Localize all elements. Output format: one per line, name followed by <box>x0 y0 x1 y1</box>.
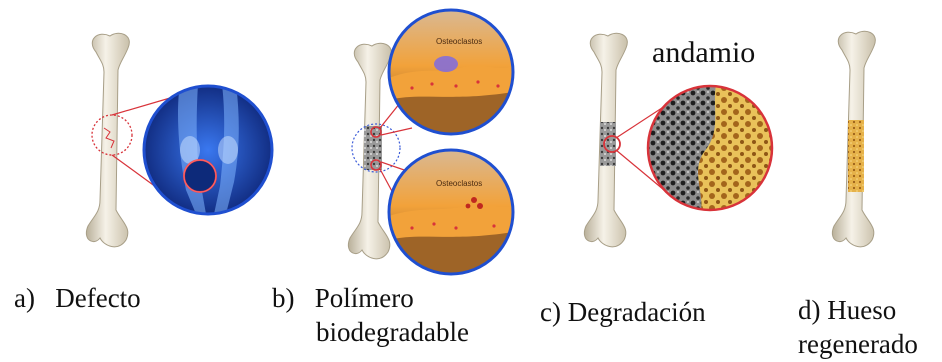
caption-d: d) Hueso <box>798 294 896 326</box>
panel-a <box>86 33 272 246</box>
zoom-line-b2 <box>381 128 412 135</box>
scaffold-zoom-circle <box>648 84 780 214</box>
caption-b: b) Polímero <box>272 282 414 314</box>
osteoclast-label-bottom: Osteoclastos <box>436 179 482 188</box>
caption-c-marker: c) <box>540 297 561 327</box>
regenerated-segment <box>848 120 864 192</box>
caption-a-marker: a) <box>14 283 35 313</box>
panel-b: Osteoclastos Osteoclastos <box>348 10 513 274</box>
xray-zoom-circle <box>144 84 272 214</box>
caption-d-line1: Hueso <box>827 295 896 325</box>
caption-c: c) Degradación <box>540 296 706 328</box>
scaffold-label: andamio <box>652 36 755 70</box>
caption-c-text: Degradación <box>568 297 706 327</box>
bone-d <box>832 31 875 246</box>
caption-b-line2: biodegradable <box>316 316 469 348</box>
caption-b-marker: b) <box>272 283 295 313</box>
osteoclast-zoom-top: Osteoclastos <box>389 10 513 134</box>
caption-d-marker: d) <box>798 295 821 325</box>
osteoclast-zoom-bottom: Osteoclastos <box>389 150 513 274</box>
caption-b-line1: Polímero <box>315 283 414 313</box>
panel-d <box>832 31 875 246</box>
caption-a: a) Defecto <box>14 282 141 314</box>
caption-a-text: Defecto <box>55 283 140 313</box>
caption-d-line2: regenerado <box>798 328 918 360</box>
bone-b <box>348 43 391 258</box>
osteoclast-label-top: Osteoclastos <box>436 37 482 46</box>
